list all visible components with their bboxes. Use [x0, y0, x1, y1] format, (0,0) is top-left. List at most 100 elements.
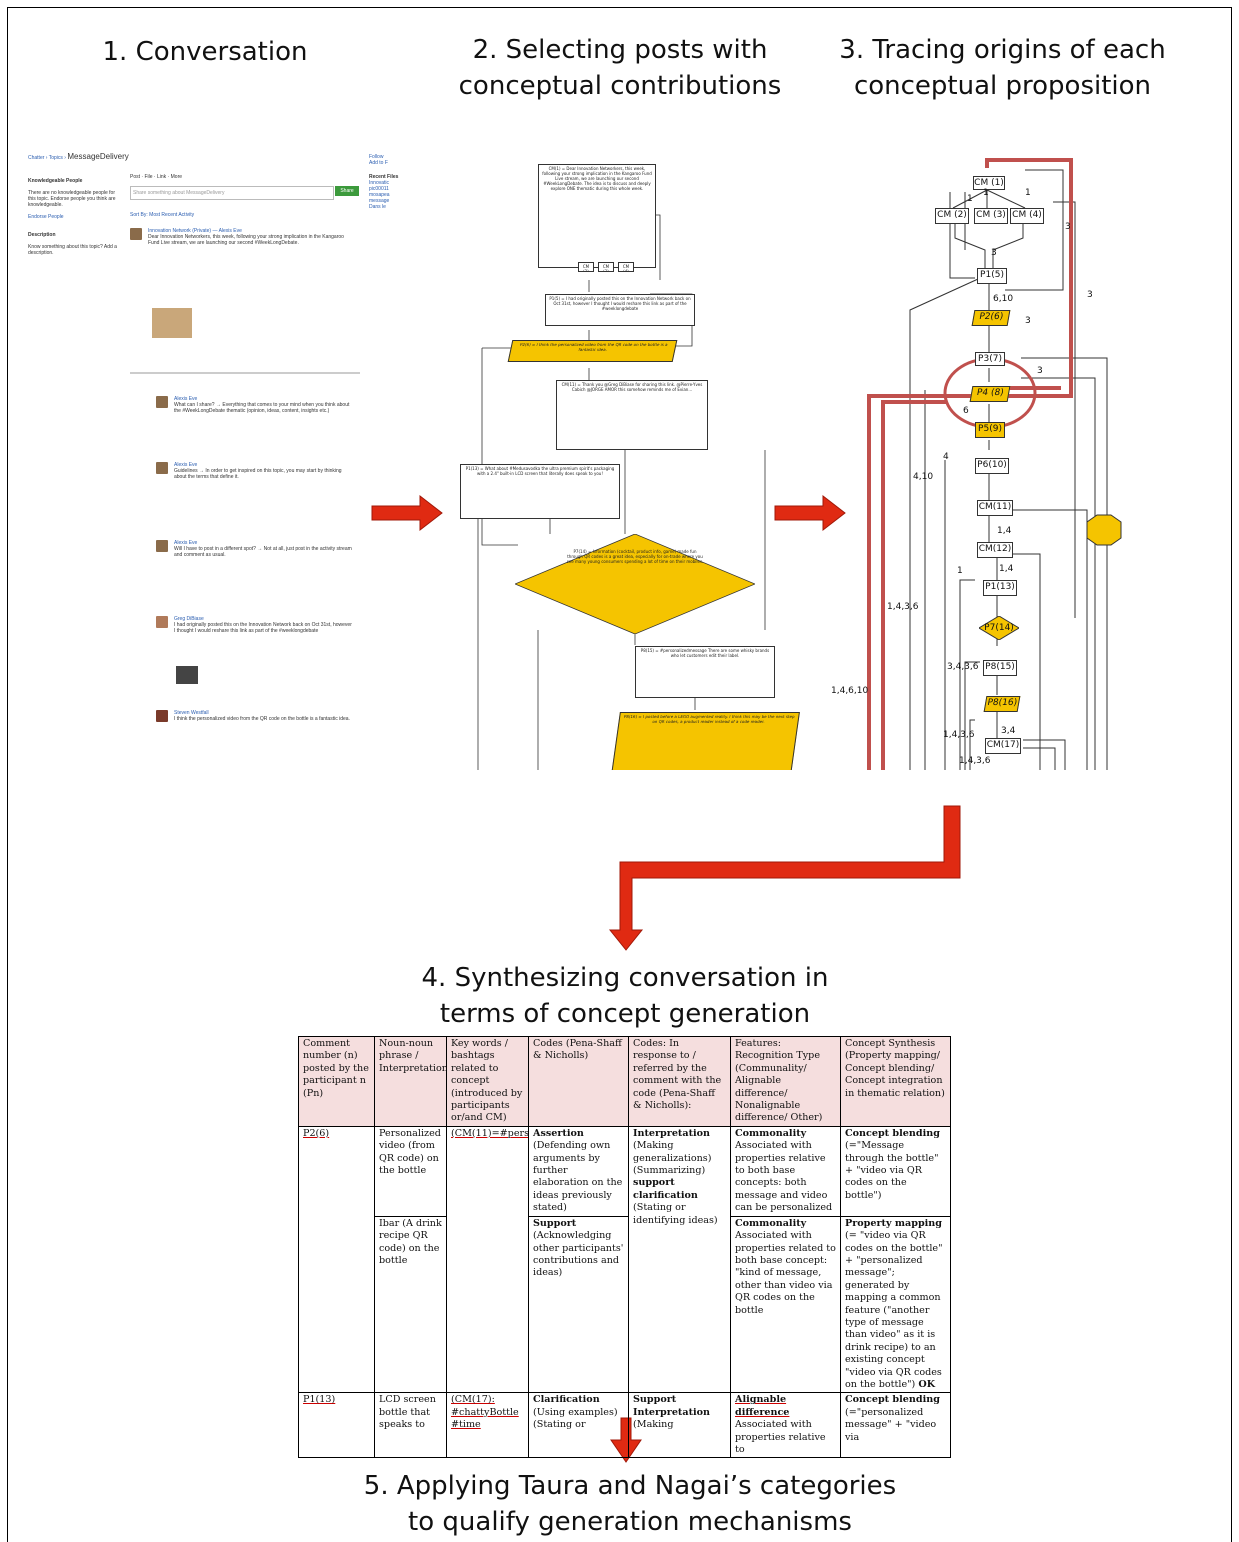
synthesis-label: Concept blending	[845, 1127, 940, 1139]
cell-features: Commonality Associated with properties r…	[730, 1125, 841, 1217]
comment-text: I think the personalized video from the …	[174, 716, 350, 722]
flow-p26-box: P2(6) = I think the personalized video f…	[507, 340, 678, 362]
edge-label: 1	[983, 188, 989, 198]
comment-author[interactable]: Alexis Eve	[174, 396, 198, 402]
add-favorite-link[interactable]: Add to F	[369, 160, 388, 166]
tab-post[interactable]: Post	[130, 174, 141, 180]
cell-noun-phrase: Personalized video (from QR code) on the…	[374, 1125, 447, 1217]
edge-label: 3	[1037, 366, 1043, 376]
edge-label: 4	[943, 452, 949, 462]
endorse-link[interactable]: Endorse People	[28, 214, 64, 220]
octagon-connector	[1086, 514, 1122, 546]
code-label: Clarification	[533, 1394, 600, 1406]
code-label: Assertion	[533, 1127, 584, 1139]
code-description: (Defending own arguments by further elab…	[533, 1140, 623, 1214]
description-text: Know something about this topic? Add a d…	[28, 244, 117, 256]
graph-edges	[867, 158, 1122, 770]
graph-node-cm17: CM(17)	[985, 738, 1021, 754]
selection-flowchart-panel: CM(1) = Dear Innovation Networkers, this…	[430, 150, 810, 770]
graph-node-p816: P8(16)	[983, 696, 1021, 712]
cell-keywords: (CM(17): #chattyBottle #time	[446, 1392, 529, 1459]
cell-comment-number: P2(6)	[298, 1125, 375, 1394]
step2-title-line1: 2. Selecting posts with	[472, 35, 768, 65]
recent-file[interactable]: Innovatic	[369, 180, 390, 186]
step5-title-line1: 5. Applying Taura and Nagai’s categories	[363, 1471, 897, 1501]
follow-link[interactable]: Follow	[369, 154, 384, 160]
step4-title: 4. Synthesizing conversation in terms of…	[400, 960, 850, 1032]
flow-p816-box: P8(16) = I posted before a LEGO augmente…	[610, 712, 800, 770]
synthesis-label: Concept blending	[845, 1394, 940, 1406]
share-input[interactable]: Share something about MessageDelivery	[130, 186, 334, 200]
edge-label: 3	[1065, 222, 1071, 232]
comment-text: What can I share? → Everything that come…	[174, 402, 350, 414]
flow-p815-box: P8(15) = #personalizedmessage There are …	[635, 646, 775, 698]
header-keywords: Key words / bashtags related to concept …	[446, 1036, 529, 1127]
graph-node-cm11: CM(11)	[977, 500, 1013, 516]
flow-cm2-box: CM (2)	[578, 262, 594, 272]
header-noun-phrase: Noun-noun phrase / Interpretation	[374, 1036, 447, 1127]
breadcrumb-link[interactable]: Chatter › Topics ›	[28, 155, 68, 161]
flow-cm3-box: CM (3)	[598, 262, 614, 272]
comment-text: I had originally posted this on the Inno…	[174, 622, 352, 634]
edge-label: 3	[991, 248, 997, 258]
edge-label: 3	[1025, 316, 1031, 326]
edge-label: 1,4,6,10	[831, 686, 869, 696]
tab-more[interactable]: More	[170, 174, 183, 180]
topic-title: MessageDelivery	[67, 152, 129, 161]
recent-files-heading: Recent Files	[369, 174, 399, 180]
step3-title-line1: 3. Tracing origins of each	[839, 35, 1166, 65]
synthesis-ok: OK	[918, 1378, 936, 1390]
graph-node-p714: P7(14)	[984, 623, 1014, 633]
graph-node-cm4: CM (4)	[1010, 208, 1044, 224]
feature-description: Associated with properties relative to	[735, 1419, 826, 1455]
comment-author[interactable]: Alexis Eve	[174, 540, 198, 546]
share-button[interactable]: Share	[335, 186, 359, 196]
graph-node-p26: P2(6)	[971, 310, 1011, 326]
graph-node-cm12: CM(12)	[977, 542, 1013, 558]
recent-file[interactable]: mosapea	[369, 192, 390, 198]
edge-label: 4,10	[913, 472, 934, 482]
cell-concept-synthesis: Concept blending (="personalized message…	[840, 1392, 951, 1459]
edge-label: 3,4,3,6	[947, 662, 979, 672]
feature-description: Associated with properties related to bo…	[735, 1230, 836, 1316]
tab-link[interactable]: Link	[156, 174, 167, 180]
post-thumbnail	[152, 308, 192, 338]
synthesis-description: (="personalized message" + "video via	[845, 1406, 937, 1443]
graph-node-cm3: CM (3)	[974, 208, 1008, 224]
code-label: support clarification	[633, 1177, 698, 1201]
tracing-graph-panel: CM (1) CM (2) CM (3) CM (4) P1(5) P2(6) …	[825, 150, 1125, 770]
cell-comment-number: P1(13)	[298, 1392, 375, 1459]
header-features: Features: Recognition Type (Communality/…	[730, 1036, 841, 1127]
comment-author[interactable]: Alexis Eve	[174, 462, 198, 468]
step4-title-line2: terms of concept generation	[439, 999, 811, 1029]
edge-label: 1	[957, 566, 963, 576]
edge-label: 1	[967, 194, 973, 204]
comment-author[interactable]: Steven Westfall	[174, 710, 209, 716]
recent-file[interactable]: Dans le	[369, 204, 386, 210]
synthesis-description: (="Message through the bottle" + "video …	[845, 1140, 939, 1201]
tab-file[interactable]: File	[144, 174, 153, 180]
code-description: (Making generalizations) (Summarizing)	[633, 1140, 712, 1177]
code-description: (Acknowledging other participants' contr…	[533, 1230, 624, 1279]
recent-file[interactable]: message	[369, 198, 390, 204]
edge-label: 1,4,3,6	[943, 730, 975, 740]
step1-title: 1. Conversation	[102, 37, 308, 67]
sort-dropdown[interactable]: Sort By: Most Recent Activity	[130, 212, 195, 218]
figure-frame	[7, 7, 1232, 1542]
code-label: Support	[533, 1217, 577, 1229]
avatar	[156, 540, 168, 552]
recent-file[interactable]: pic00011	[369, 186, 389, 192]
right-sidebar: Follow Add to F Recent Files Innovatic p…	[369, 154, 398, 210]
edge-label: 1	[1025, 188, 1031, 198]
table-row: P1(13) LCD screen bottle that speaks to …	[298, 1392, 951, 1459]
comment-author[interactable]: Greg DiBiase	[174, 616, 204, 622]
edge-label: 1,4	[997, 526, 1012, 536]
edge-label: 1,4,3,6	[887, 602, 919, 612]
flow-p15-box: P1(5) = I had originally posted this on …	[545, 294, 695, 326]
synthesis-description: (= "video via QR codes on the bottle" + …	[845, 1230, 943, 1390]
code-label: Support	[633, 1394, 677, 1406]
post-author[interactable]: Innovation Network (Private) — Alexis Ev…	[148, 228, 242, 234]
